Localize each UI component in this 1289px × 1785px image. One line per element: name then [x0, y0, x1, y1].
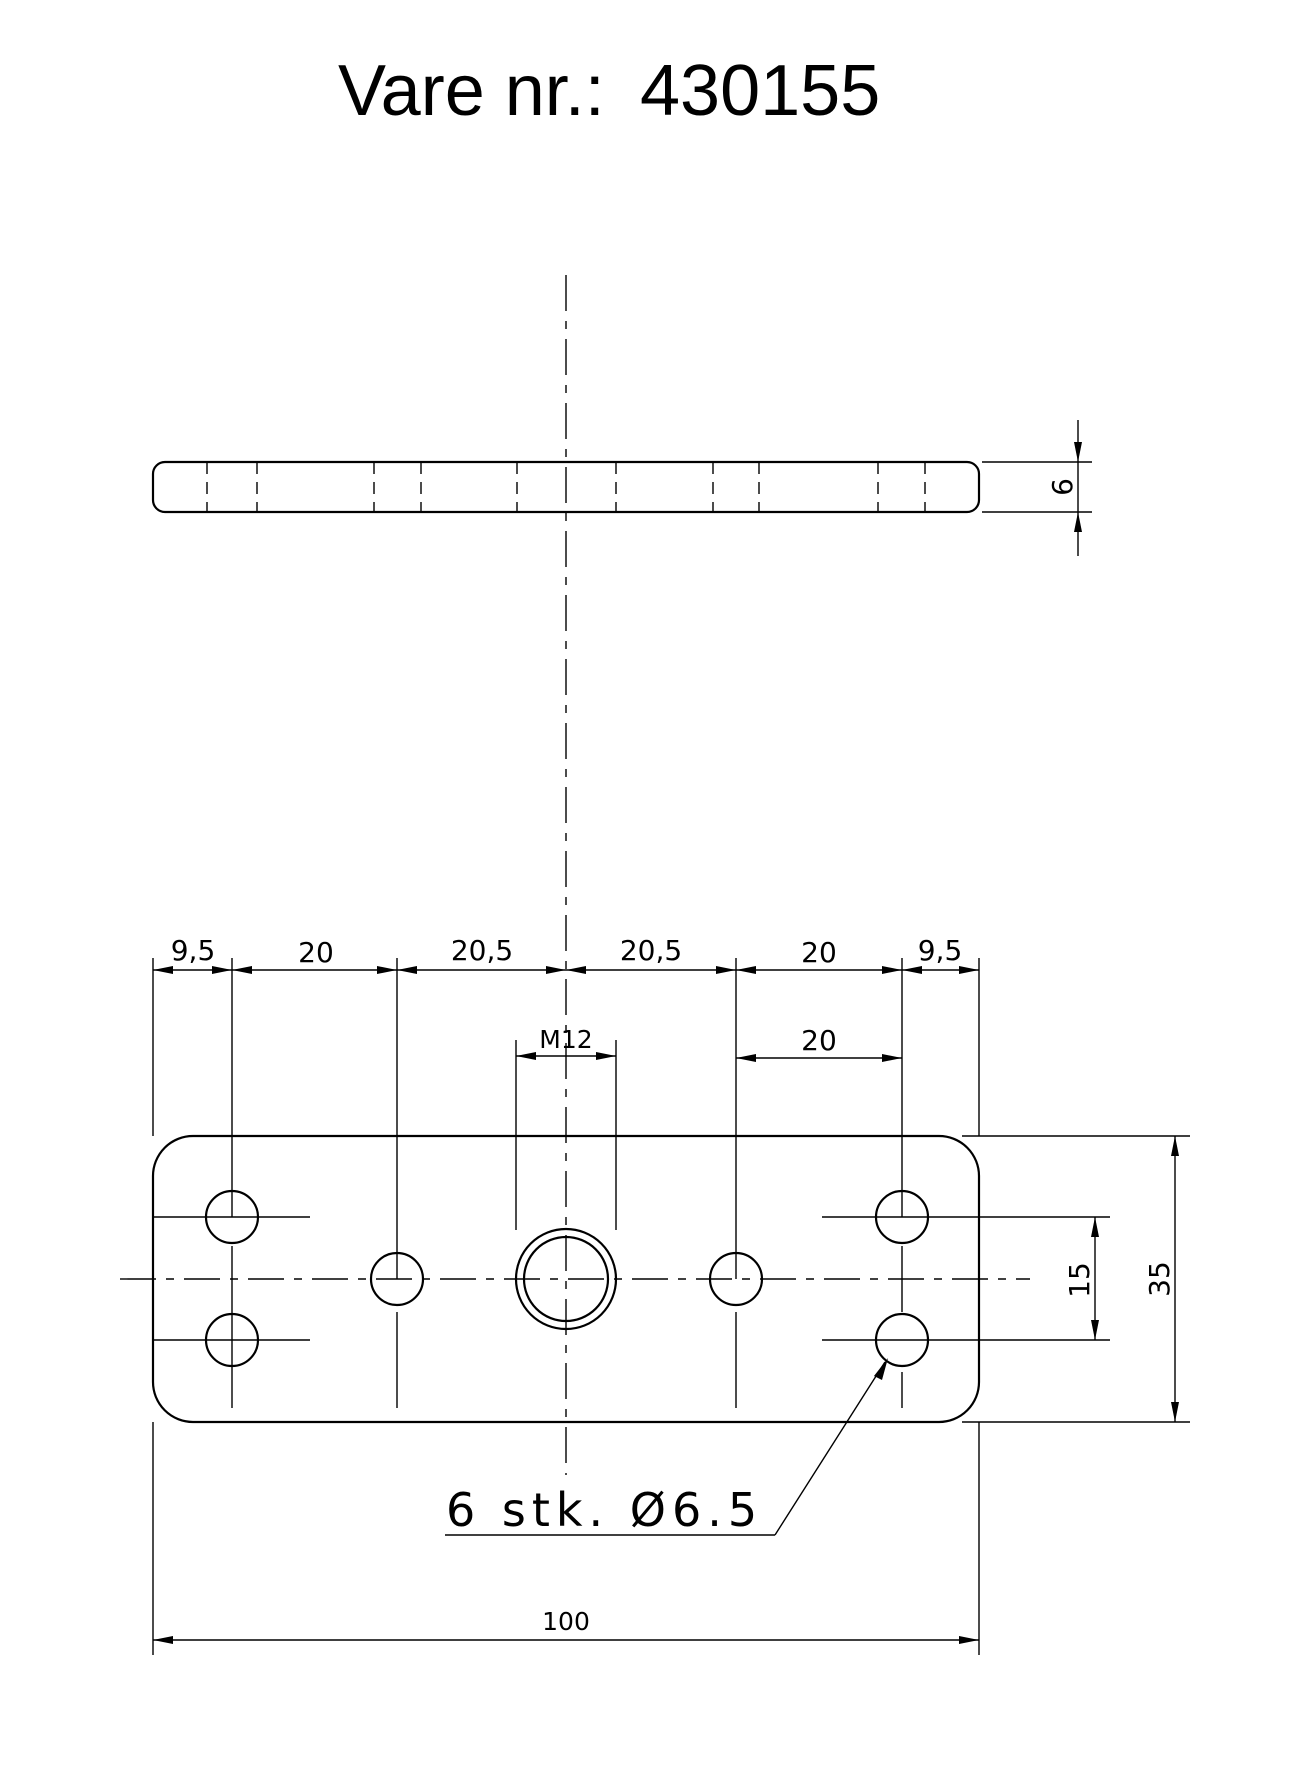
hole-callout: 6 stk. Ø6.5: [445, 1358, 888, 1537]
dim-20-right: 20: [801, 936, 837, 969]
dim-100: 100: [542, 1607, 590, 1636]
height-dimension: 35: [1143, 1136, 1179, 1422]
side-view: 6: [151, 420, 1092, 556]
dim-15: 15: [1063, 1262, 1096, 1298]
title-block: Vare nr.: 430155: [338, 51, 880, 131]
side-view-hidden-holes: [206, 462, 926, 512]
top-view: 9,5 20 20,5 20,5 20 9,5 M12 20 15: [120, 934, 1190, 1655]
title-label: Vare nr.:: [338, 51, 605, 131]
dim-20-5-left: 20,5: [451, 934, 513, 967]
thickness-dim-text: 6: [1046, 478, 1079, 496]
hole-spacing-dimension: 15: [1063, 1217, 1099, 1340]
m12-thread-hole: [514, 1227, 618, 1331]
thickness-dimension: 6: [982, 420, 1092, 556]
second-row-dimension: 20: [736, 1024, 902, 1062]
dim-35: 35: [1143, 1261, 1176, 1297]
dim-20-left: 20: [298, 936, 334, 969]
dim-9-5-right: 9,5: [918, 934, 963, 967]
extension-lines: [152, 958, 1190, 1655]
width-dimension: 100: [153, 1607, 979, 1644]
top-row-dimensions: 9,5 20 20,5 20,5 20 9,5: [153, 934, 979, 974]
dim-20-5-right: 20,5: [620, 934, 682, 967]
hole-center-marks: [153, 1216, 1110, 1408]
m12-dimension: M12: [516, 1025, 616, 1060]
callout-text: 6 stk. Ø6.5: [446, 1483, 763, 1537]
side-view-outline: [151, 460, 981, 514]
title-number: 430155: [640, 51, 880, 131]
dim-20-second-row: 20: [801, 1024, 837, 1057]
dim-9-5-left: 9,5: [171, 934, 216, 967]
m12-label: M12: [539, 1025, 592, 1054]
